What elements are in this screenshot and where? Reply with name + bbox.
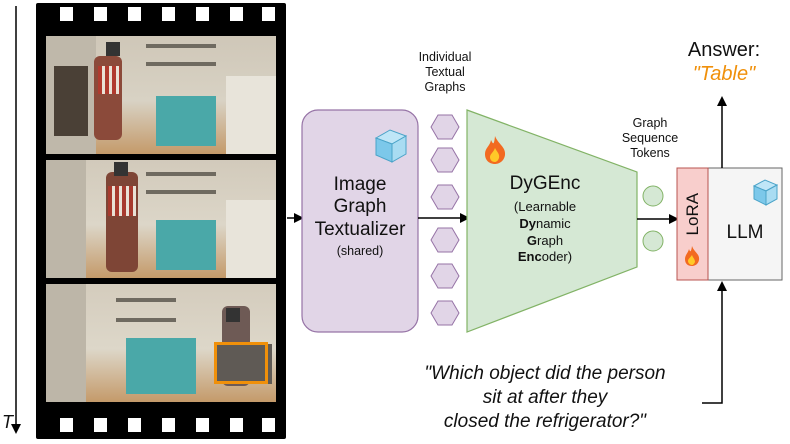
ice-cube-icon (374, 129, 408, 163)
sprocket-hole (262, 418, 275, 432)
question-text: "Which object did the person sit at afte… (424, 363, 666, 433)
sprocket-hole (128, 418, 141, 432)
encoder-title: DyGEnc (509, 173, 581, 194)
graph-hexagon (430, 114, 460, 140)
answer-value: "Table" (692, 63, 756, 85)
graph-token-circle (642, 230, 664, 252)
graph-hexagon (430, 184, 460, 210)
image-graph-textualizer-box (301, 109, 419, 333)
graph-tokens-label: Graph Sequence Tokens (621, 116, 679, 160)
sprocket-hole (230, 7, 243, 21)
flame-icon (685, 246, 700, 266)
individual-textual-graphs (430, 114, 460, 326)
sprocket-hole (94, 418, 107, 432)
individual-graphs-label: Individual Textual Graphs (418, 50, 472, 94)
sprocket-hole (162, 418, 175, 432)
sprocket-hole (60, 7, 73, 21)
sprocket-hole (128, 7, 141, 21)
graph-hexagon (430, 263, 460, 289)
answer-label: Answer: "Table" (664, 38, 784, 86)
textualizer-label: Image Graph Textualizer (shared) (302, 174, 418, 259)
sprocket-hole (230, 418, 243, 432)
ice-cube-icon (752, 179, 779, 206)
graph-hexagon (430, 147, 460, 173)
graph-token-circle (642, 185, 664, 207)
sprocket-hole (162, 7, 175, 21)
sprocket-hole (262, 7, 275, 21)
flame-icon (485, 136, 506, 164)
sprocket-hole (196, 7, 209, 21)
video-frame-1 (46, 36, 276, 154)
textualizer-note: (shared) (336, 244, 384, 259)
encoder-label: DyGEnc (Learnable Dynamic Graph Encoder) (490, 173, 600, 266)
target-object-highlight (214, 342, 268, 384)
video-frame-2 (46, 160, 276, 278)
graph-hexagon (430, 300, 460, 326)
sprocket-hole (94, 7, 107, 21)
lora-label: LoRA (682, 192, 702, 236)
sprocket-hole (60, 418, 73, 432)
llm-label: LLM (726, 222, 764, 243)
time-axis-label: T (2, 412, 13, 432)
answer-title: Answer: (687, 39, 761, 61)
graph-hexagon (430, 227, 460, 253)
video-frame-3 (46, 284, 276, 402)
dygenc-encoder-shape (466, 109, 638, 333)
arrow-question-to-llm (702, 281, 727, 404)
sprocket-hole (196, 418, 209, 432)
